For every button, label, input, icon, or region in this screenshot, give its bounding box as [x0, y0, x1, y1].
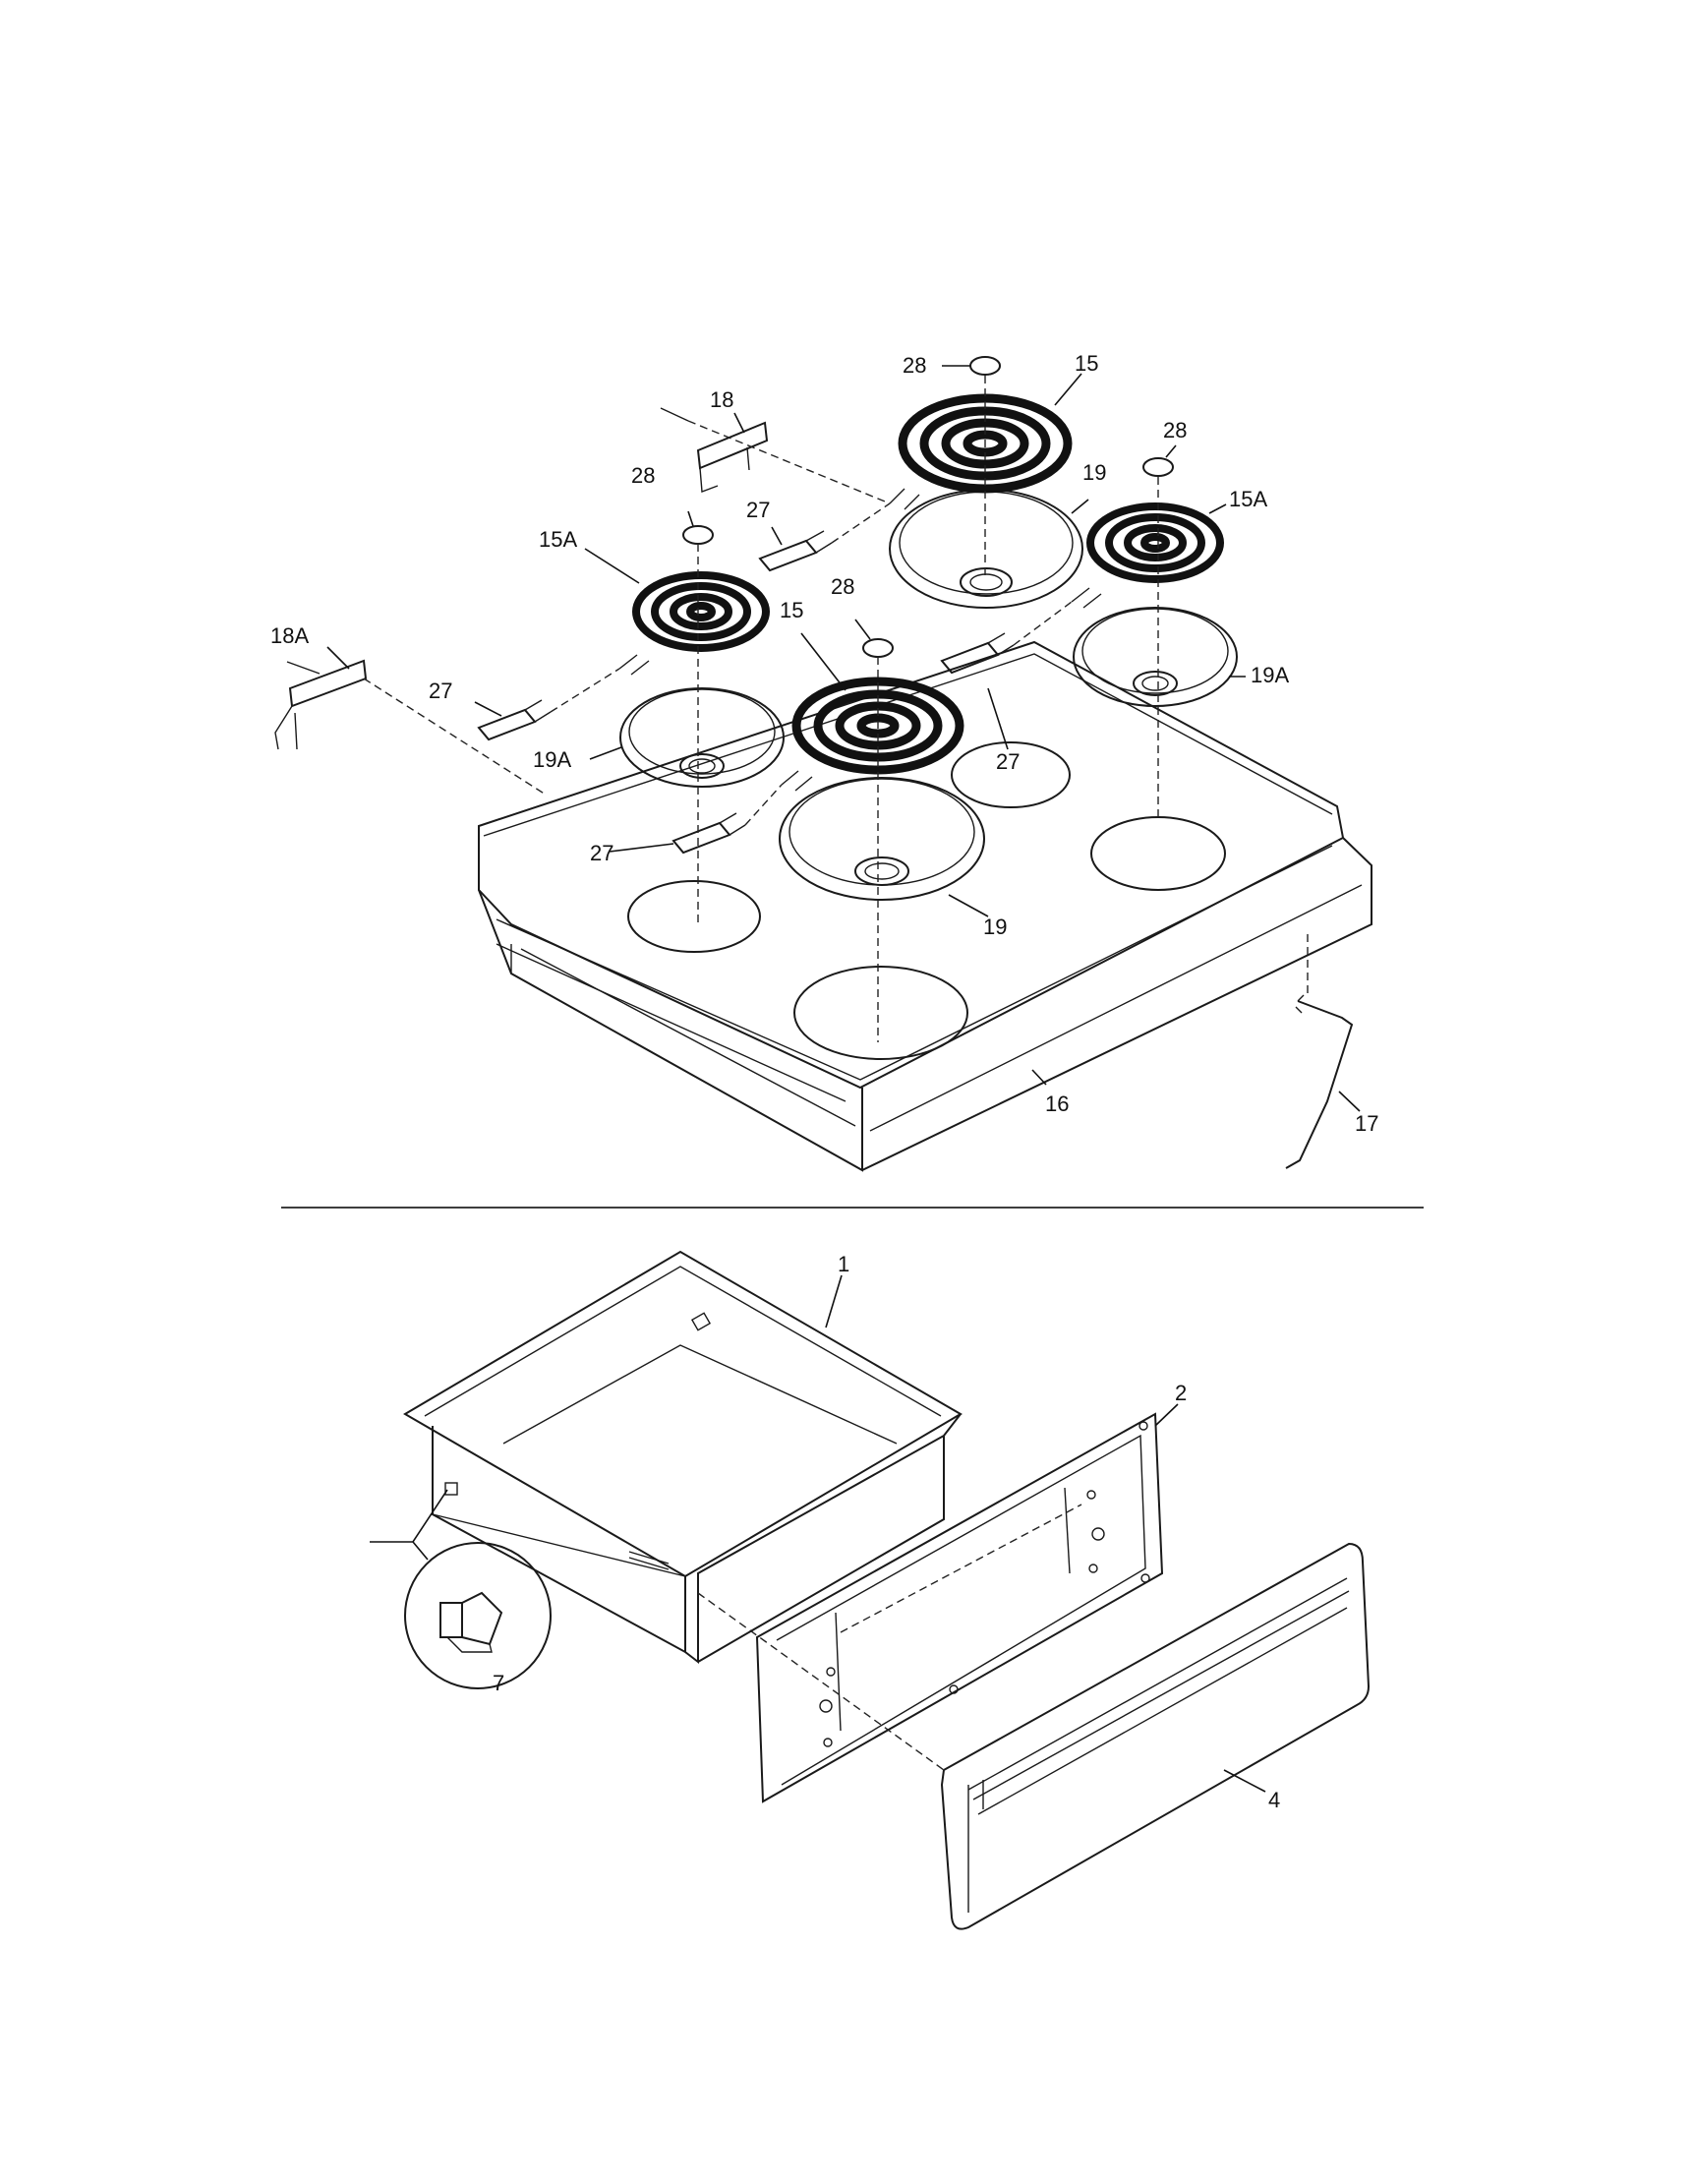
label-4: 4 [1268, 1788, 1280, 1812]
drawer-panel-2 [755, 1412, 1164, 1803]
burner-opening-right [1090, 816, 1226, 891]
burner-opening-rear [951, 741, 1071, 808]
terminal-block-27-c [477, 699, 552, 741]
drip-bowl-19-front [779, 777, 985, 901]
label-19A: 19A [1251, 663, 1289, 687]
drawer-stop-7-detail [370, 1489, 552, 1689]
label-2: 2 [1175, 1381, 1187, 1405]
label-15A: 15A [1229, 487, 1267, 511]
surface-element-15-front [781, 677, 964, 792]
burner-opening-front-center [793, 966, 968, 1060]
rod-17 [1285, 1000, 1354, 1169]
label-28: 28 [903, 353, 926, 378]
surface-element-15-rear [889, 393, 1073, 510]
drip-bowl-19A-right [1073, 607, 1238, 707]
surface-element-15A-right [1071, 502, 1224, 609]
label-27: 27 [996, 749, 1020, 774]
label-15: 15 [780, 598, 803, 622]
bracket-18A [274, 659, 368, 750]
label-1: 1 [838, 1252, 849, 1276]
label-15: 15 [1075, 351, 1098, 376]
label-28: 28 [631, 463, 655, 488]
drip-bowl-19-rear [889, 489, 1083, 609]
terminal-block-27-b [940, 632, 1015, 675]
label-28: 28 [1163, 418, 1187, 443]
assembly-lines-bottom [697, 1504, 1082, 1771]
drip-bowl-19A-left [619, 687, 785, 788]
label-18: 18 [710, 387, 733, 412]
burner-opening-front-left [627, 880, 761, 953]
surface-element-15A-left [618, 571, 770, 676]
label-27: 27 [429, 679, 452, 703]
cap-28-left [682, 525, 714, 545]
drawer-front-4 [940, 1542, 1371, 1930]
label-19: 19 [983, 915, 1007, 939]
assembly-lines-top [363, 376, 1309, 1042]
label-19: 19 [1082, 460, 1106, 485]
bracket-18 [660, 407, 769, 493]
cap-28-right [1142, 457, 1174, 477]
drawer-1 [403, 1250, 963, 1665]
label-28: 28 [831, 574, 854, 599]
label-27: 27 [590, 841, 613, 865]
label-15A: 15A [539, 527, 577, 552]
cooktop-16 [478, 640, 1372, 1172]
leader-lines [326, 365, 1361, 1793]
label-18A: 18A [270, 623, 309, 648]
label-7: 7 [493, 1671, 504, 1695]
label-19A: 19A [533, 747, 571, 772]
cap-28-front [862, 638, 894, 658]
callout-labels: 28 15 18 19 28 15A 28 27 15A 15 28 18A 1… [270, 351, 1378, 1812]
terminal-block-27-d [671, 812, 746, 855]
label-27: 27 [746, 498, 770, 522]
terminal-block-27-a [758, 530, 833, 572]
label-17: 17 [1355, 1111, 1378, 1136]
cap-28-rear [969, 356, 1001, 376]
label-16: 16 [1045, 1092, 1069, 1116]
